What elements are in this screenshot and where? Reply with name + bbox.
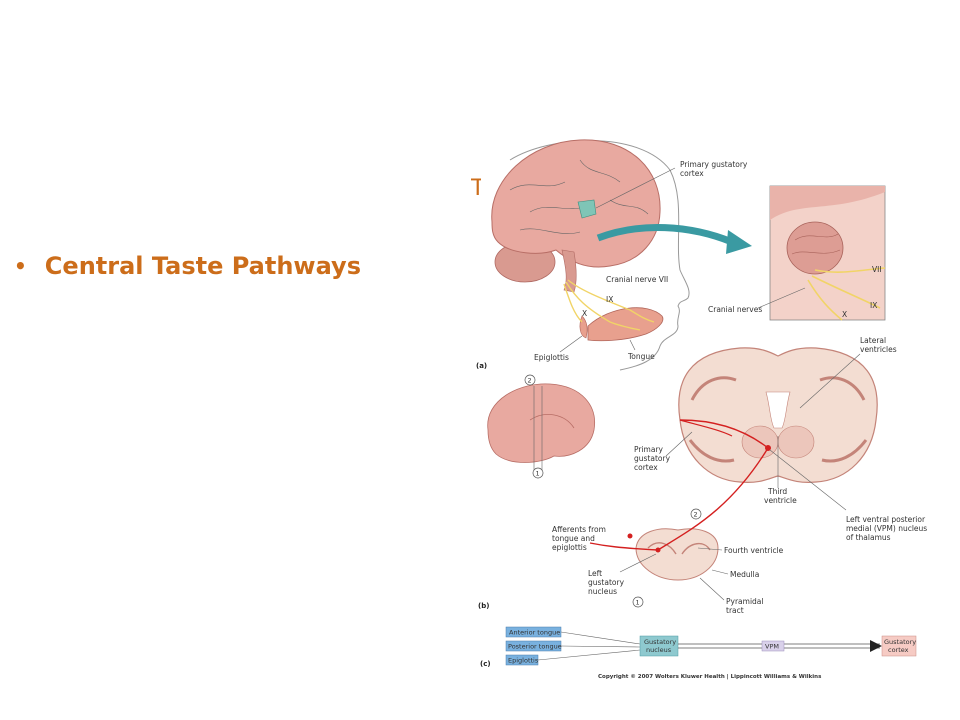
text-gustatory-nucleus: Gustatory — [644, 638, 676, 646]
text-gustatory-cortex: Gustatory — [884, 638, 916, 646]
label-nerve-ix: IX — [606, 295, 613, 304]
cranial-nerves-a — [563, 279, 655, 331]
label-left-gustatory: Left — [588, 569, 602, 578]
label-fourth-ventricle: Fourth ventricle — [724, 546, 784, 555]
label-vpm: Left ventral posterior — [846, 515, 926, 524]
text-gustatory-cortex-2: cortex — [888, 646, 909, 654]
bullet-item: • Central Taste Pathways — [14, 252, 361, 280]
label-cranial-nerves: Cranial nerves — [708, 305, 762, 314]
label-cranial-nerve-vii: Cranial nerve VII — [606, 275, 668, 284]
panel-b-tag: (b) — [478, 602, 489, 610]
panel-a-tag: (a) — [476, 362, 487, 370]
flow-arrowhead — [870, 640, 882, 652]
label-tongue: Tongue — [627, 352, 655, 361]
taste-pathway-figure: Primary gustatory cortex Cranial nerve V… — [470, 130, 930, 690]
marker-1-small: 1 — [536, 470, 540, 478]
label-afferents-3: epiglottis — [552, 543, 587, 552]
label-left-gustatory-3: nucleus — [588, 587, 617, 596]
brain-lateral — [491, 139, 661, 268]
text-gustatory-nucleus-2: nucleus — [646, 646, 672, 654]
label-pyramidal-2: tract — [726, 606, 744, 615]
inset-brainstem — [786, 221, 844, 275]
lateral-ventricles — [765, 391, 791, 429]
copyright-notice: Copyright © 2007 Wolters Kluwer Health |… — [598, 674, 822, 680]
label-inset-x: X — [842, 310, 847, 319]
marker-1-large: 1 — [636, 599, 640, 607]
label-third-ventricle-2: ventricle — [764, 496, 797, 505]
gustatory-cortex-patch — [577, 199, 597, 219]
label-lateral-ventricles-2: ventricles — [860, 345, 897, 354]
label-afferents-2: tongue and — [552, 534, 595, 543]
label-primary-gustatory-2: gustatory — [634, 454, 671, 463]
text-vpm: VPM — [765, 643, 779, 651]
text-posterior-tongue: Posterior tongue — [508, 643, 562, 651]
bullet-dot: • — [14, 254, 27, 278]
teal-arrow — [596, 224, 734, 246]
medulla — [635, 528, 719, 581]
label-lateral-ventricles: Lateral — [860, 336, 886, 345]
partial-title-glyph: T — [471, 176, 481, 201]
text-epiglottis: Epiglottis — [508, 657, 539, 665]
label-medulla: Medulla — [730, 570, 759, 579]
bullet-text: Central Taste Pathways — [44, 252, 361, 280]
brain-sagittal-small — [487, 383, 596, 463]
head-outline — [509, 140, 690, 371]
label-primary-gustatory-3: cortex — [634, 463, 658, 472]
label-primary-gustatory-cortex-2: cortex — [680, 169, 704, 178]
taste-pathway-line — [589, 419, 769, 551]
label-vpm-2: medial (VPM) nucleus — [846, 524, 927, 533]
label-left-gustatory-2: gustatory — [588, 578, 625, 587]
label-inset-ix: IX — [870, 301, 877, 310]
teal-arrow-head — [726, 230, 752, 254]
label-vpm-3: of thalamus — [846, 533, 891, 542]
marker-2-small: 2 — [528, 377, 532, 385]
text-anterior-tongue: Anterior tongue — [509, 629, 560, 637]
label-inset-vii: VII — [872, 265, 882, 274]
label-epiglottis: Epiglottis — [534, 353, 569, 362]
box-gustatory-cortex — [881, 635, 917, 657]
label-nerve-x: X — [582, 309, 587, 318]
label-afferents: Afferents from — [552, 525, 606, 534]
label-primary-gustatory-cortex: Primary gustatory — [680, 160, 748, 169]
panel-c-tag: (c) — [480, 660, 491, 668]
box-vpm — [761, 640, 785, 652]
box-gustatory-nucleus — [639, 635, 679, 657]
inset-nerves — [807, 267, 886, 321]
label-pyramidal: Pyramidal — [726, 597, 763, 606]
epiglottis — [579, 315, 588, 339]
label-third-ventricle: Third — [767, 487, 787, 496]
tongue — [587, 307, 664, 342]
marker-2-large: 2 — [694, 511, 698, 519]
figure-svg: Primary gustatory cortex Cranial nerve V… — [476, 139, 927, 680]
brainstem — [561, 249, 577, 293]
label-primary-gustatory: Primary — [634, 445, 664, 454]
